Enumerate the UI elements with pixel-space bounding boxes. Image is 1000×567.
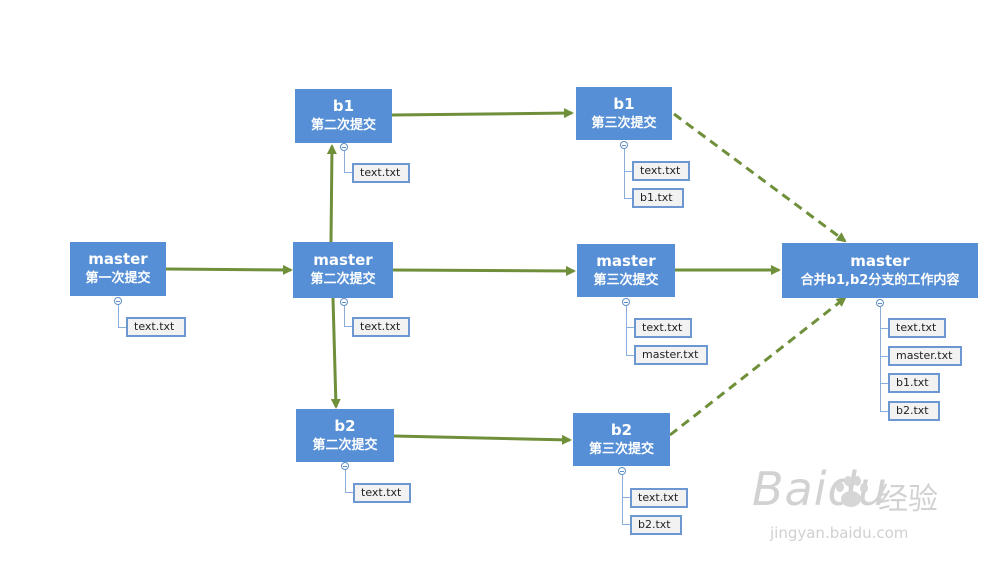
file-item[interactable]: master.txt bbox=[634, 345, 708, 365]
collapse-icon[interactable] bbox=[622, 298, 630, 306]
node-branch-label: master bbox=[596, 251, 656, 270]
file-item[interactable]: text.txt bbox=[352, 317, 410, 337]
edge-master2-master3 bbox=[392, 265, 576, 276]
node-commit-label: 第三次提交 bbox=[591, 115, 657, 131]
edge-b1-3-merge bbox=[673, 112, 847, 243]
file-item[interactable]: text.txt bbox=[632, 161, 690, 181]
node-master-merge[interactable]: master 合并b1,b2分支的工作内容 bbox=[782, 243, 978, 298]
node-master-commit-1[interactable]: master 第一次提交 bbox=[70, 242, 166, 296]
file-item[interactable]: b1.txt bbox=[888, 373, 940, 393]
file-item[interactable]: b2.txt bbox=[888, 401, 940, 421]
collapse-icon[interactable] bbox=[618, 467, 626, 475]
file-item[interactable]: b2.txt bbox=[630, 515, 682, 535]
collapse-icon[interactable] bbox=[114, 297, 122, 305]
file-item[interactable]: text.txt bbox=[352, 163, 410, 183]
edge-b1-2-b1-3 bbox=[391, 108, 574, 119]
file-item[interactable]: text.txt bbox=[126, 317, 186, 337]
node-master-commit-3[interactable]: master 第三次提交 bbox=[577, 244, 675, 297]
edge-b2-3-merge bbox=[669, 296, 847, 437]
collapse-icon[interactable] bbox=[876, 299, 884, 307]
node-b2-commit-2[interactable]: b2 第二次提交 bbox=[296, 409, 394, 462]
file-item[interactable]: text.txt bbox=[888, 318, 946, 338]
file-item[interactable]: text.txt bbox=[630, 488, 688, 508]
collapse-icon[interactable] bbox=[340, 143, 348, 151]
node-commit-label: 第一次提交 bbox=[85, 271, 151, 286]
edge-b2-2-b2-3 bbox=[393, 434, 572, 445]
collapse-icon[interactable] bbox=[620, 141, 628, 149]
node-branch-label: b2 bbox=[610, 420, 633, 439]
watermark-cn: 经验 bbox=[878, 482, 938, 517]
edge-master1-master2 bbox=[165, 264, 293, 275]
edge-master2-b1-2 bbox=[326, 144, 337, 243]
node-branch-label: master bbox=[850, 251, 910, 270]
file-item[interactable]: text.txt bbox=[353, 483, 411, 503]
node-commit-label: 第二次提交 bbox=[310, 272, 376, 287]
node-commit-label: 第二次提交 bbox=[310, 118, 376, 133]
node-commit-label: 第二次提交 bbox=[312, 437, 378, 453]
file-item[interactable]: master.txt bbox=[888, 346, 962, 366]
node-branch-label: b1 bbox=[332, 97, 355, 115]
file-item[interactable]: text.txt bbox=[634, 318, 692, 338]
collapse-icon[interactable] bbox=[340, 298, 348, 306]
node-commit-label: 第三次提交 bbox=[593, 272, 659, 288]
node-branch-label: master bbox=[313, 251, 373, 269]
node-branch-label: master bbox=[88, 250, 148, 268]
paw-icon bbox=[836, 476, 868, 507]
node-commit-label: 第三次提交 bbox=[588, 441, 654, 457]
node-b1-commit-2[interactable]: b1 第二次提交 bbox=[295, 89, 392, 143]
collapse-icon[interactable] bbox=[341, 462, 349, 470]
edge-master2-b2-2 bbox=[330, 297, 341, 409]
node-b2-commit-3[interactable]: b2 第三次提交 bbox=[573, 413, 670, 466]
file-item[interactable]: b1.txt bbox=[632, 188, 684, 208]
watermark-url: jingyan.baidu.com bbox=[770, 524, 909, 542]
node-b1-commit-3[interactable]: b1 第三次提交 bbox=[576, 87, 672, 140]
node-commit-label: 合并b1,b2分支的工作内容 bbox=[800, 272, 960, 288]
node-branch-label: b2 bbox=[334, 416, 356, 435]
node-master-commit-2[interactable]: master 第二次提交 bbox=[293, 242, 393, 298]
node-branch-label: b1 bbox=[613, 94, 635, 113]
